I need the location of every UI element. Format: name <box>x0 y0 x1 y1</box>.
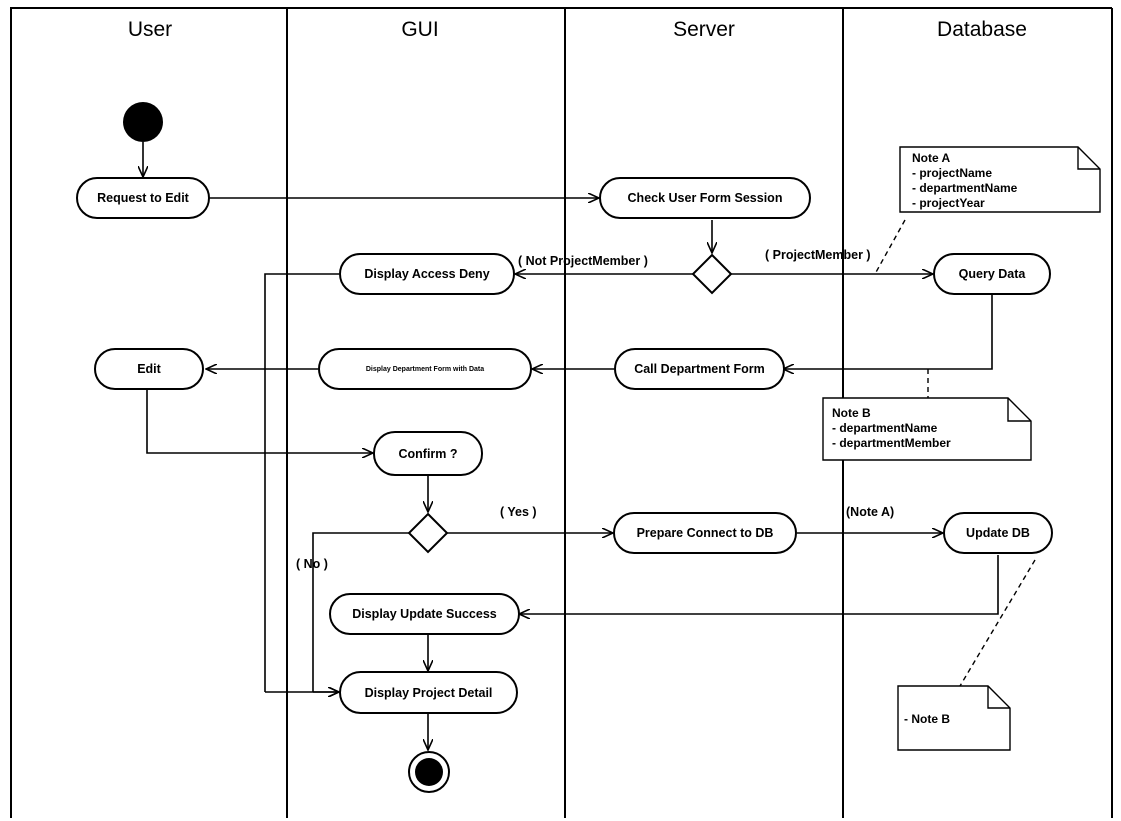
guard-not-project-member: ( Not ProjectMember ) <box>518 254 648 268</box>
action-query-data: Query Data <box>933 253 1051 295</box>
note-connectors <box>874 219 1036 687</box>
guard-yes: ( Yes ) <box>500 505 537 519</box>
note-a-item: - projectYear <box>912 196 985 210</box>
action-confirm: Confirm ? <box>373 431 483 476</box>
lane-title-user: User <box>127 18 173 41</box>
note-a: Note A - projectName - departmentName - … <box>912 151 1017 211</box>
action-edit: Edit <box>94 348 204 390</box>
note-a-shape <box>899 146 1101 213</box>
note-a-item: - departmentName <box>912 181 1018 195</box>
action-display-access-deny: Display Access Deny <box>339 253 515 295</box>
control-flows <box>143 142 999 750</box>
note-b: Note B - departmentName - departmentMemb… <box>832 406 951 451</box>
action-check-user-form-session: Check User Form Session <box>599 177 811 219</box>
note-b-item: - departmentMember <box>832 436 951 450</box>
decision-confirm <box>407 512 449 554</box>
lane-title-server: Server <box>673 18 735 41</box>
lane-title-database: Database <box>937 18 1027 41</box>
final-node-dot <box>415 758 443 786</box>
note-b-title: Note B <box>832 406 871 420</box>
note-c-text: - Note B <box>904 712 950 726</box>
action-display-department-form: Display Department Form with Data <box>318 348 532 390</box>
action-prepare-connect-db: Prepare Connect to DB <box>613 512 797 554</box>
note-b-shape <box>822 397 1032 461</box>
guard-no: ( No ) <box>296 557 328 571</box>
note-c-shape <box>897 685 1011 751</box>
action-request-to-edit: Request to Edit <box>76 177 210 219</box>
guard-note-a-ref: (Note A) <box>846 505 895 519</box>
action-update-db: Update DB <box>943 512 1053 554</box>
note-a-title: Note A <box>912 151 951 165</box>
decision-member <box>691 253 733 295</box>
action-call-department-form: Call Department Form <box>614 348 785 390</box>
note-a-item: - projectName <box>912 166 993 180</box>
note-c: - Note B <box>904 712 950 727</box>
lane-title-gui: GUI <box>401 18 439 41</box>
initial-node <box>123 102 163 142</box>
guard-project-member: ( ProjectMember ) <box>765 248 871 262</box>
note-b-item: - departmentName <box>832 421 938 435</box>
action-display-project-detail: Display Project Detail <box>339 671 518 714</box>
action-display-update-success: Display Update Success <box>329 593 520 635</box>
